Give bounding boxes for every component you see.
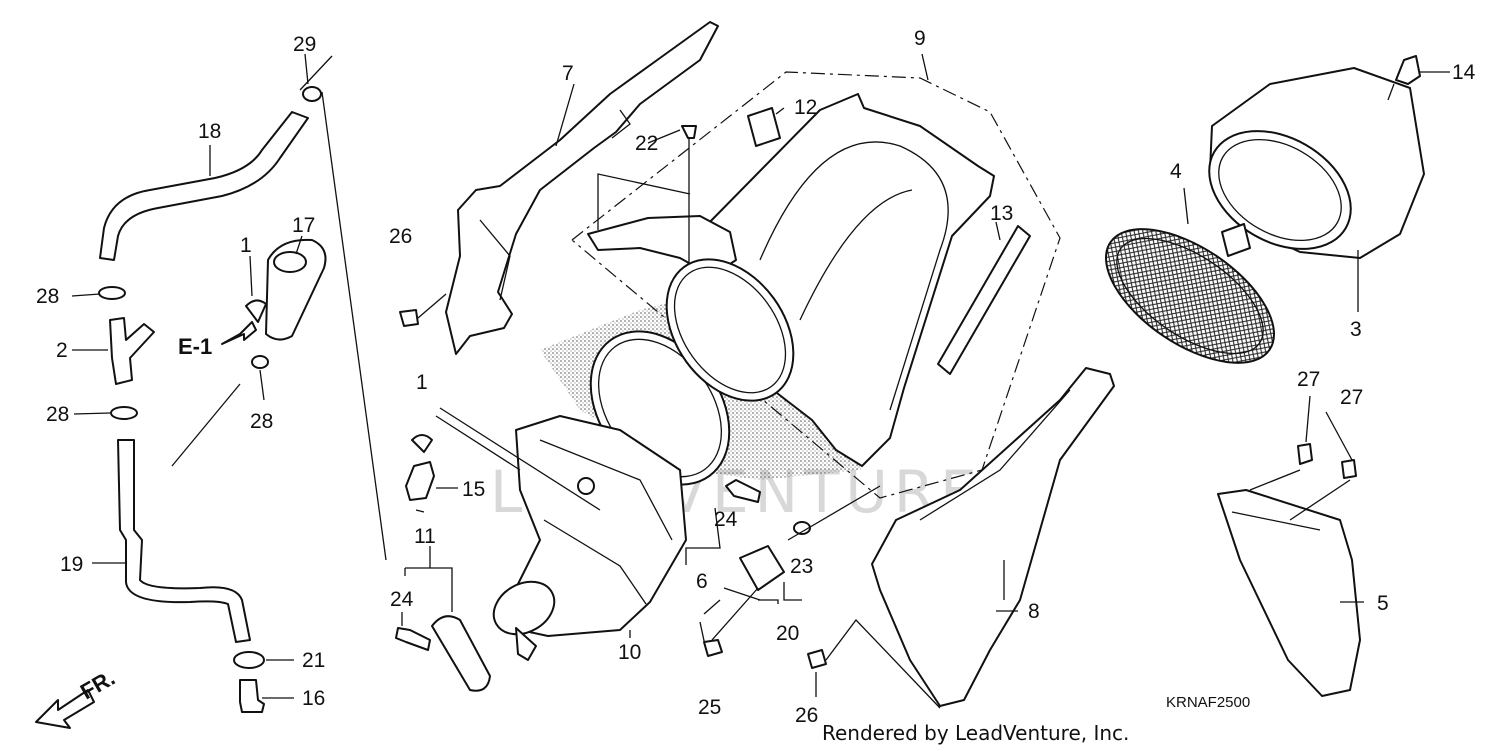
callout-8: 8 <box>1028 600 1040 623</box>
side-cover-lower <box>871 367 1115 707</box>
callout-20: 20 <box>776 622 799 645</box>
callout-4: 4 <box>1170 160 1182 183</box>
callout-13: 13 <box>990 202 1013 225</box>
wing-bolt-14 <box>1395 55 1421 85</box>
front-marker: FR. <box>35 665 119 729</box>
washer-23 <box>793 521 811 535</box>
callout-2: 2 <box>56 339 68 362</box>
element-stem <box>1221 223 1251 257</box>
callout-3: 3 <box>1350 318 1362 341</box>
screw-26a-line <box>417 293 447 319</box>
callout-5: 5 <box>1377 592 1389 615</box>
bolt-24b <box>725 479 761 503</box>
callout-17: 17 <box>292 214 315 237</box>
callout-15: 15 <box>462 478 485 501</box>
callout-22: 22 <box>635 132 658 155</box>
tube-contours <box>539 439 673 605</box>
callout-14: 14 <box>1452 61 1476 84</box>
wing-bolt-line <box>1387 83 1395 101</box>
case-contours <box>759 141 949 411</box>
air-filter-element <box>1105 228 1275 364</box>
side-cover-detail <box>919 389 1071 600</box>
seal-strip-12 <box>747 107 781 147</box>
mud-guard-lines <box>1231 469 1351 531</box>
callout-27a: 27 <box>1297 368 1320 391</box>
hose-clamp-28b <box>110 406 138 420</box>
screw-26a <box>399 309 419 327</box>
band-clamp <box>431 615 491 692</box>
hose-clip-29 <box>302 86 322 102</box>
callout-26b: 26 <box>795 704 818 727</box>
gasket-ring-6b-inner <box>673 266 787 394</box>
callout-11: 11 <box>414 525 436 548</box>
grommet-lines <box>711 485 881 641</box>
screw-27a <box>1297 443 1313 465</box>
bracket-lines <box>597 138 691 270</box>
screw-25 <box>703 639 723 657</box>
ref-label: E-1 <box>178 334 212 359</box>
air-cleaner-cover-upper <box>445 21 719 355</box>
element-holder-rim-inner <box>1218 138 1342 242</box>
drain-plug <box>239 679 265 713</box>
callout-29: 29 <box>293 33 316 56</box>
callout-16: 16 <box>302 687 325 710</box>
callout-28b: 28 <box>46 403 69 426</box>
callout-24b: 24 <box>714 508 738 531</box>
seal-strip-13 <box>937 225 1031 375</box>
ref-arrow-icon <box>221 321 257 345</box>
ref-e1: E-1 <box>178 321 257 359</box>
grommet-20 <box>739 545 785 591</box>
hose-clamp-28a <box>98 286 126 300</box>
callout-24a: 24 <box>390 588 414 611</box>
hose-clip-1b <box>411 434 433 453</box>
callout-1a: 1 <box>240 234 252 257</box>
breather-hose-upper <box>99 111 309 261</box>
cover-upper-detail <box>479 109 631 301</box>
callout-28c: 28 <box>250 410 273 433</box>
diagram-code: KRNAF2500 <box>1166 694 1250 711</box>
callout-18: 18 <box>198 120 221 143</box>
tube-outlet <box>492 580 556 636</box>
hose-clamp-28c <box>251 355 269 369</box>
callout-25: 25 <box>698 696 721 719</box>
callout-7: 7 <box>562 62 574 85</box>
callout-6: 6 <box>696 570 708 593</box>
callout-9: 9 <box>914 27 926 50</box>
tube-tab <box>515 627 537 661</box>
callout-23: 23 <box>790 555 813 578</box>
tube-boss <box>577 477 595 495</box>
gasket-ring-6b <box>665 258 795 402</box>
breather-joint <box>109 317 155 385</box>
callout-28a: 28 <box>36 285 59 308</box>
callout-19: 19 <box>60 553 83 576</box>
connecting-tube <box>509 415 687 637</box>
screw-27b <box>1341 459 1357 479</box>
callout-12: 12 <box>794 96 817 119</box>
screw-26b-line <box>825 618 941 709</box>
callout-1b: 1 <box>416 371 428 394</box>
bolt-24a <box>395 627 431 651</box>
credit-line: Rendered by LeadVenture, Inc. <box>822 721 1129 745</box>
front-arrow-icon <box>35 689 95 729</box>
callouts: 29 18 1 17 28 2 28 28 19 21 16 26 1 15 1… <box>36 27 1476 727</box>
drain-guide-lines <box>435 407 601 511</box>
air-filter-element-rim <box>1116 237 1264 355</box>
callout-21: 21 <box>302 649 325 672</box>
bolt-22 <box>681 125 697 139</box>
callout-10: 10 <box>618 641 641 664</box>
leader-lines <box>71 53 1450 699</box>
callout-26a: 26 <box>389 225 412 248</box>
breather-assembly <box>98 55 387 713</box>
breather-guide-lines <box>171 55 387 561</box>
screw-26b <box>807 649 827 669</box>
breather-cap-end <box>273 251 307 273</box>
hose-clip-1a <box>245 299 267 323</box>
breather-hose-lower <box>117 439 251 643</box>
hose-clamp-21 <box>233 651 265 669</box>
mud-guard <box>1217 489 1361 697</box>
callout-27b: 27 <box>1340 386 1363 409</box>
drain-cap-15 <box>405 461 435 501</box>
